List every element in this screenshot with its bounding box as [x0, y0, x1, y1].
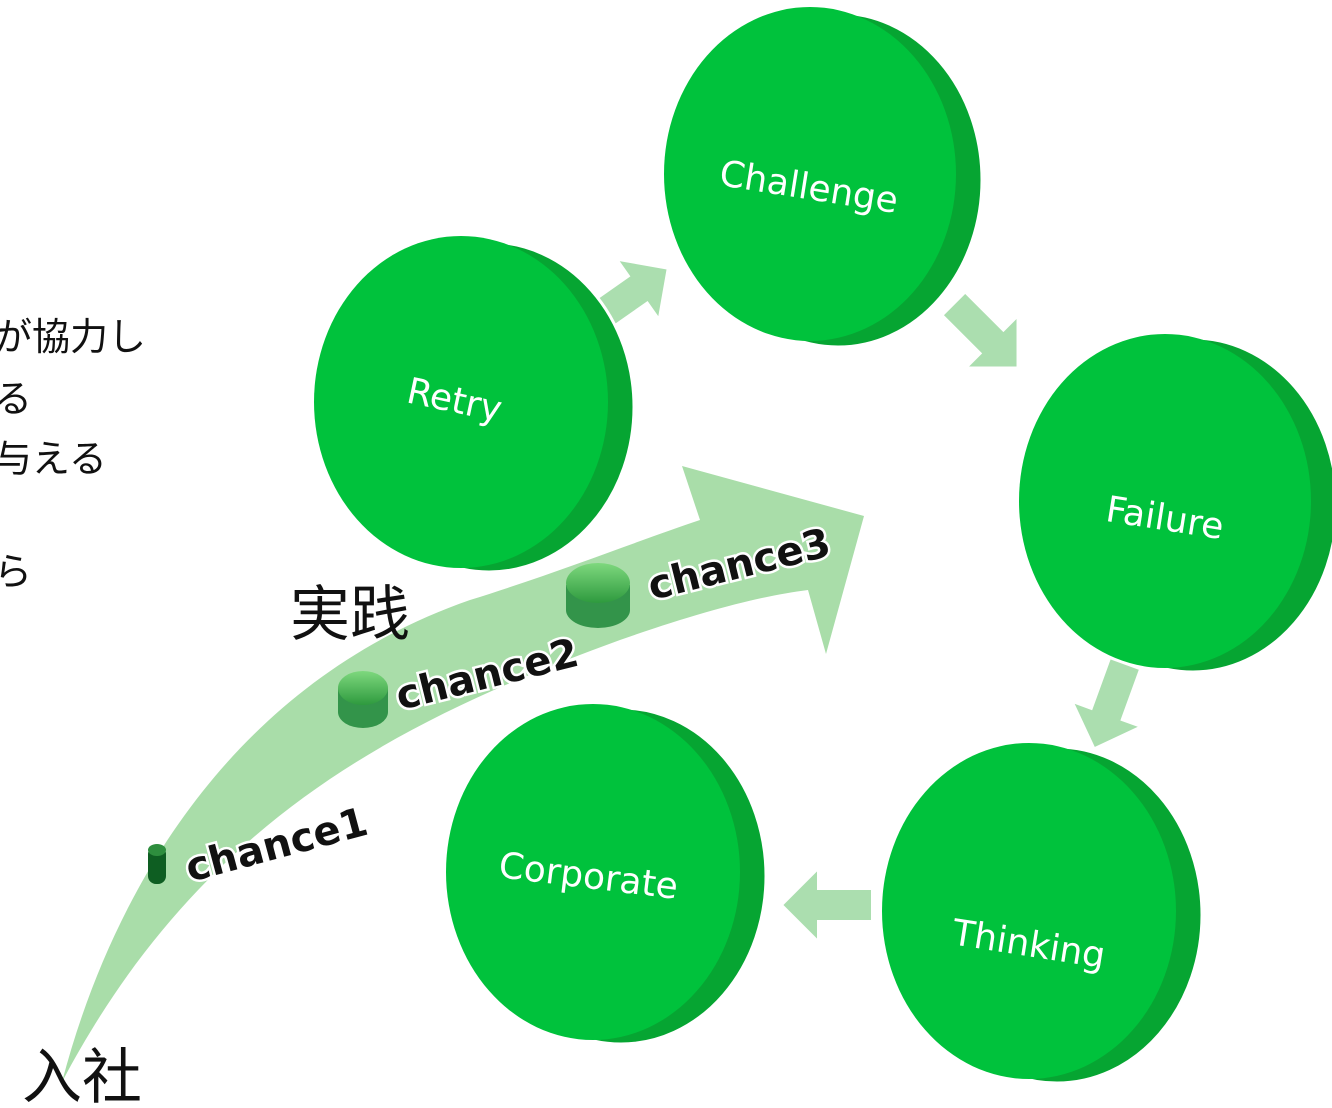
chance2-marker: [338, 671, 388, 728]
side-text-line-3: 与える: [0, 437, 107, 481]
arrow-thinking-to-corporate: [780, 866, 873, 944]
side-text-line-2: る: [0, 377, 33, 421]
side-text-line-4: ら: [0, 550, 33, 594]
arrow-challenge-to-failure: [941, 291, 1019, 369]
growth-path-arrow: [62, 466, 864, 1082]
node-thinking: Thinking: [882, 743, 1204, 1085]
start-label: 入社: [22, 1043, 142, 1108]
chance3-marker: [566, 563, 630, 628]
chance1-marker: [148, 844, 166, 884]
node-failure: Failure: [1019, 334, 1332, 674]
node-retry: Retry: [314, 236, 636, 574]
node-corporate: Corporate: [446, 704, 768, 1046]
side-text-line-1: が協力し: [0, 315, 147, 359]
node-challenge: Challenge: [664, 7, 984, 349]
arrow-failure-to-thinking: [1070, 656, 1144, 750]
practice-label: 実践: [290, 580, 410, 650]
